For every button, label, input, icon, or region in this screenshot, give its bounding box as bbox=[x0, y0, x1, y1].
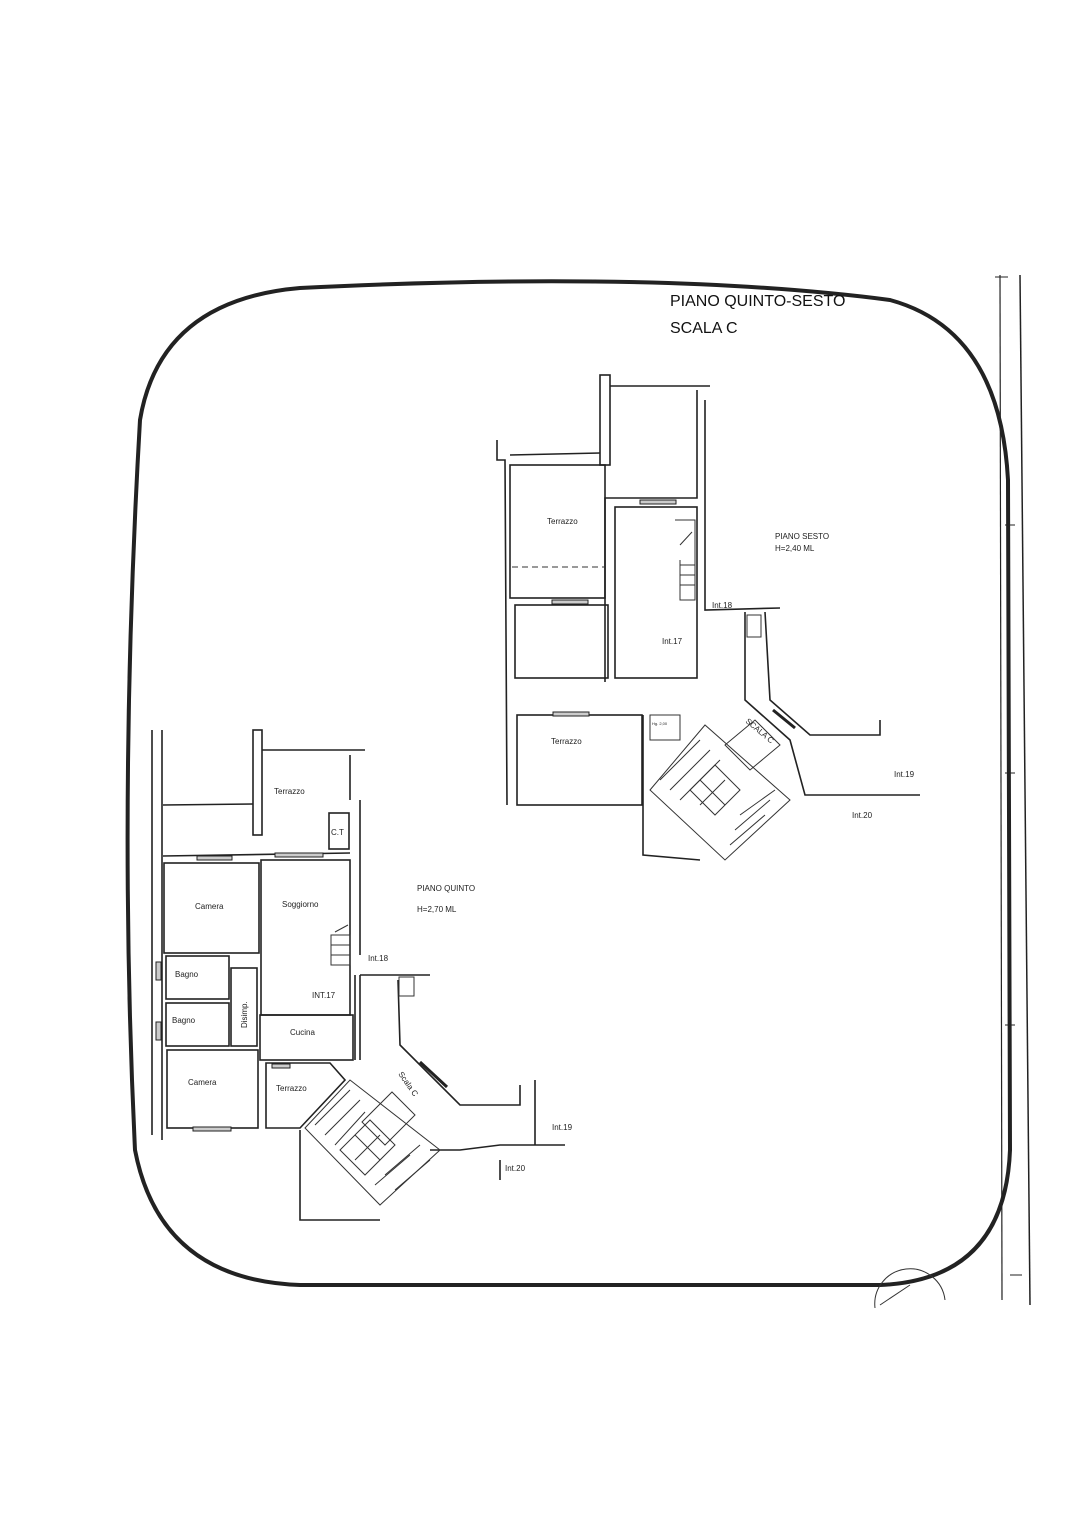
room-label: Hg. 2,00 bbox=[652, 721, 668, 726]
unit-label: Int.18 bbox=[368, 954, 389, 963]
lower-floor-name: PIANO QUINTO bbox=[417, 884, 475, 893]
unit-label: Int.20 bbox=[852, 811, 873, 820]
room-label: Terrazzo bbox=[276, 1084, 307, 1093]
unit-label: Int.18 bbox=[712, 601, 733, 610]
rounded-frame bbox=[125, 279, 1013, 1287]
room-label: Bagno bbox=[172, 1016, 196, 1025]
room-label: C.T bbox=[331, 828, 344, 837]
upper-floor-plan bbox=[496, 374, 920, 861]
stair-label: Scala C bbox=[396, 1070, 420, 1098]
room-label: Terrazzo bbox=[274, 787, 305, 796]
upper-floor-name: PIANO SESTO bbox=[775, 532, 829, 541]
room-label: Camera bbox=[195, 902, 224, 911]
sheet-subtitle: SCALA C bbox=[670, 320, 738, 337]
room-label: Disimp. bbox=[240, 1001, 249, 1028]
room-label: Camera bbox=[188, 1078, 217, 1087]
room-label: Soggiorno bbox=[282, 900, 319, 909]
room-label: Terrazzo bbox=[547, 517, 578, 526]
room-label: Bagno bbox=[175, 970, 199, 979]
sheet-border-right bbox=[995, 274, 1031, 1306]
north-arrow-icon bbox=[874, 1268, 946, 1309]
stairwell bbox=[304, 924, 441, 1206]
room-label: INT.17 bbox=[312, 991, 336, 1000]
stair-label: SCALA C bbox=[744, 717, 776, 746]
lower-floor-height: H=2,70 ML bbox=[417, 905, 457, 914]
lower-floor-plan bbox=[151, 729, 565, 1221]
upper-floor-height: H=2,40 ML bbox=[775, 544, 815, 553]
sheet-title: PIANO QUINTO-SESTO bbox=[670, 293, 845, 310]
unit-label: Int.20 bbox=[505, 1164, 526, 1173]
stairwell bbox=[649, 519, 791, 861]
room-label: Terrazzo bbox=[551, 737, 582, 746]
room-label: Cucina bbox=[290, 1028, 315, 1037]
unit-label: Int.19 bbox=[552, 1123, 573, 1132]
room-label: Int.17 bbox=[662, 637, 683, 646]
unit-label: Int.19 bbox=[894, 770, 915, 779]
